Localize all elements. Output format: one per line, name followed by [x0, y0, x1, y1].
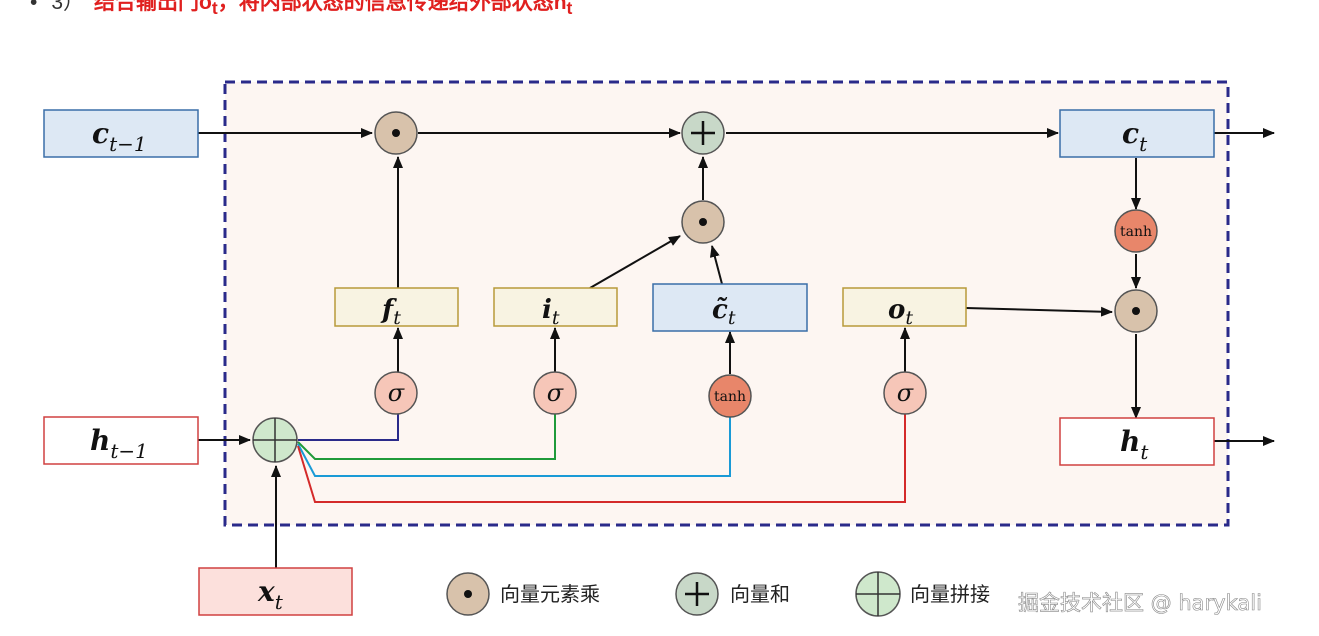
tanh-out-op: tanh — [1114, 209, 1158, 253]
tanh-c-label: tanh — [714, 389, 746, 405]
o-gate-box: ot — [842, 287, 967, 329]
h-out-sub: t — [1140, 440, 1149, 464]
svg-text:ot: ot — [888, 295, 913, 329]
svg-text:ht: ht — [1120, 425, 1149, 464]
sigma-o-label: σ — [897, 379, 914, 407]
o-gate-line — [297, 414, 906, 503]
c-out-main: c — [1122, 117, 1139, 150]
bullet-text: •3）结合输出门ot，将内部状态的信息传递给外部状态ht — [30, 0, 572, 19]
ctilde-mul-arrow — [709, 245, 723, 285]
legend-plus: 向量和 — [675, 572, 790, 616]
c-prev-sub: t−1 — [109, 132, 147, 156]
forget-mul-op — [374, 111, 418, 155]
cell-add-op — [681, 111, 725, 155]
i-sub: t — [552, 307, 560, 329]
h-prev-main: h — [90, 424, 110, 457]
bullet-number: 3） — [51, 0, 85, 14]
output-mul-op — [1114, 289, 1158, 333]
ctilde-sub: t — [728, 307, 736, 329]
svg-text:ht−1: ht−1 — [90, 424, 148, 463]
x-sub: t — [275, 590, 284, 614]
i-mul-arrow — [589, 235, 681, 289]
x-box: xt — [198, 567, 353, 616]
sigma-i-label: σ — [547, 379, 564, 407]
c-out-sub: t — [1139, 132, 1148, 156]
f-sub: t — [393, 307, 401, 329]
bullet-sub2: t — [566, 0, 573, 19]
h-out-main: h — [1120, 425, 1140, 458]
sigma-f-op: σ — [374, 371, 418, 415]
concat-op — [252, 417, 298, 463]
svg-text:ft: ft — [380, 295, 401, 329]
bullet-text-part1: 结合输出门o — [94, 0, 212, 14]
tanh-out-label: tanh — [1120, 224, 1152, 240]
x-main: x — [257, 575, 275, 608]
legend-concat-label: 向量拼接 — [910, 582, 990, 606]
ctilde-gate-box: c̃t — [652, 283, 808, 332]
f-main: f — [380, 295, 397, 325]
bullet-text-part2: ，将内部状态的信息传递给外部状态h — [217, 0, 567, 14]
sigma-i-op: σ — [533, 371, 577, 415]
legend-concat: 向量拼接 — [855, 571, 990, 617]
ctilde-main: c̃ — [712, 295, 728, 325]
svg-text:it: it — [542, 295, 560, 329]
h-prev-box: ht−1 — [43, 416, 199, 465]
input-mul-op — [681, 200, 725, 244]
o-main: o — [888, 295, 905, 325]
o-to-mul-arrow — [965, 306, 1113, 317]
h-prev-sub: t−1 — [110, 439, 148, 463]
f-gate-box: ft — [334, 287, 459, 329]
sigma-o-op: σ — [883, 371, 927, 415]
svg-text:xt: xt — [257, 575, 284, 614]
legend-dot-label: 向量元素乘 — [500, 582, 600, 606]
c-out-box: ct — [1059, 109, 1215, 158]
svg-text:c̃t: c̃t — [712, 295, 736, 329]
svg-text:ct: ct — [1122, 117, 1148, 156]
o-sub: t — [905, 307, 913, 329]
bullet-dot: • — [30, 0, 38, 14]
c-prev-main: c — [92, 117, 109, 150]
svg-text:ct−1: ct−1 — [92, 117, 147, 156]
sigma-f-label: σ — [388, 379, 405, 407]
c-prev-box: ct−1 — [43, 109, 199, 158]
c-gate-line — [297, 414, 731, 477]
i-gate-line — [297, 414, 556, 460]
h-out-box: ht — [1059, 417, 1215, 466]
i-main: i — [542, 295, 552, 325]
f-gate-line — [298, 414, 399, 441]
bullet-sub1: t — [211, 0, 218, 19]
i-gate-box: it — [493, 287, 618, 329]
watermark: 掘金技术社区 @ harykali — [1018, 591, 1262, 615]
tanh-c-op: tanh — [708, 374, 752, 418]
legend-dot: 向量元素乘 — [446, 572, 600, 616]
legend-plus-label: 向量和 — [730, 582, 790, 606]
